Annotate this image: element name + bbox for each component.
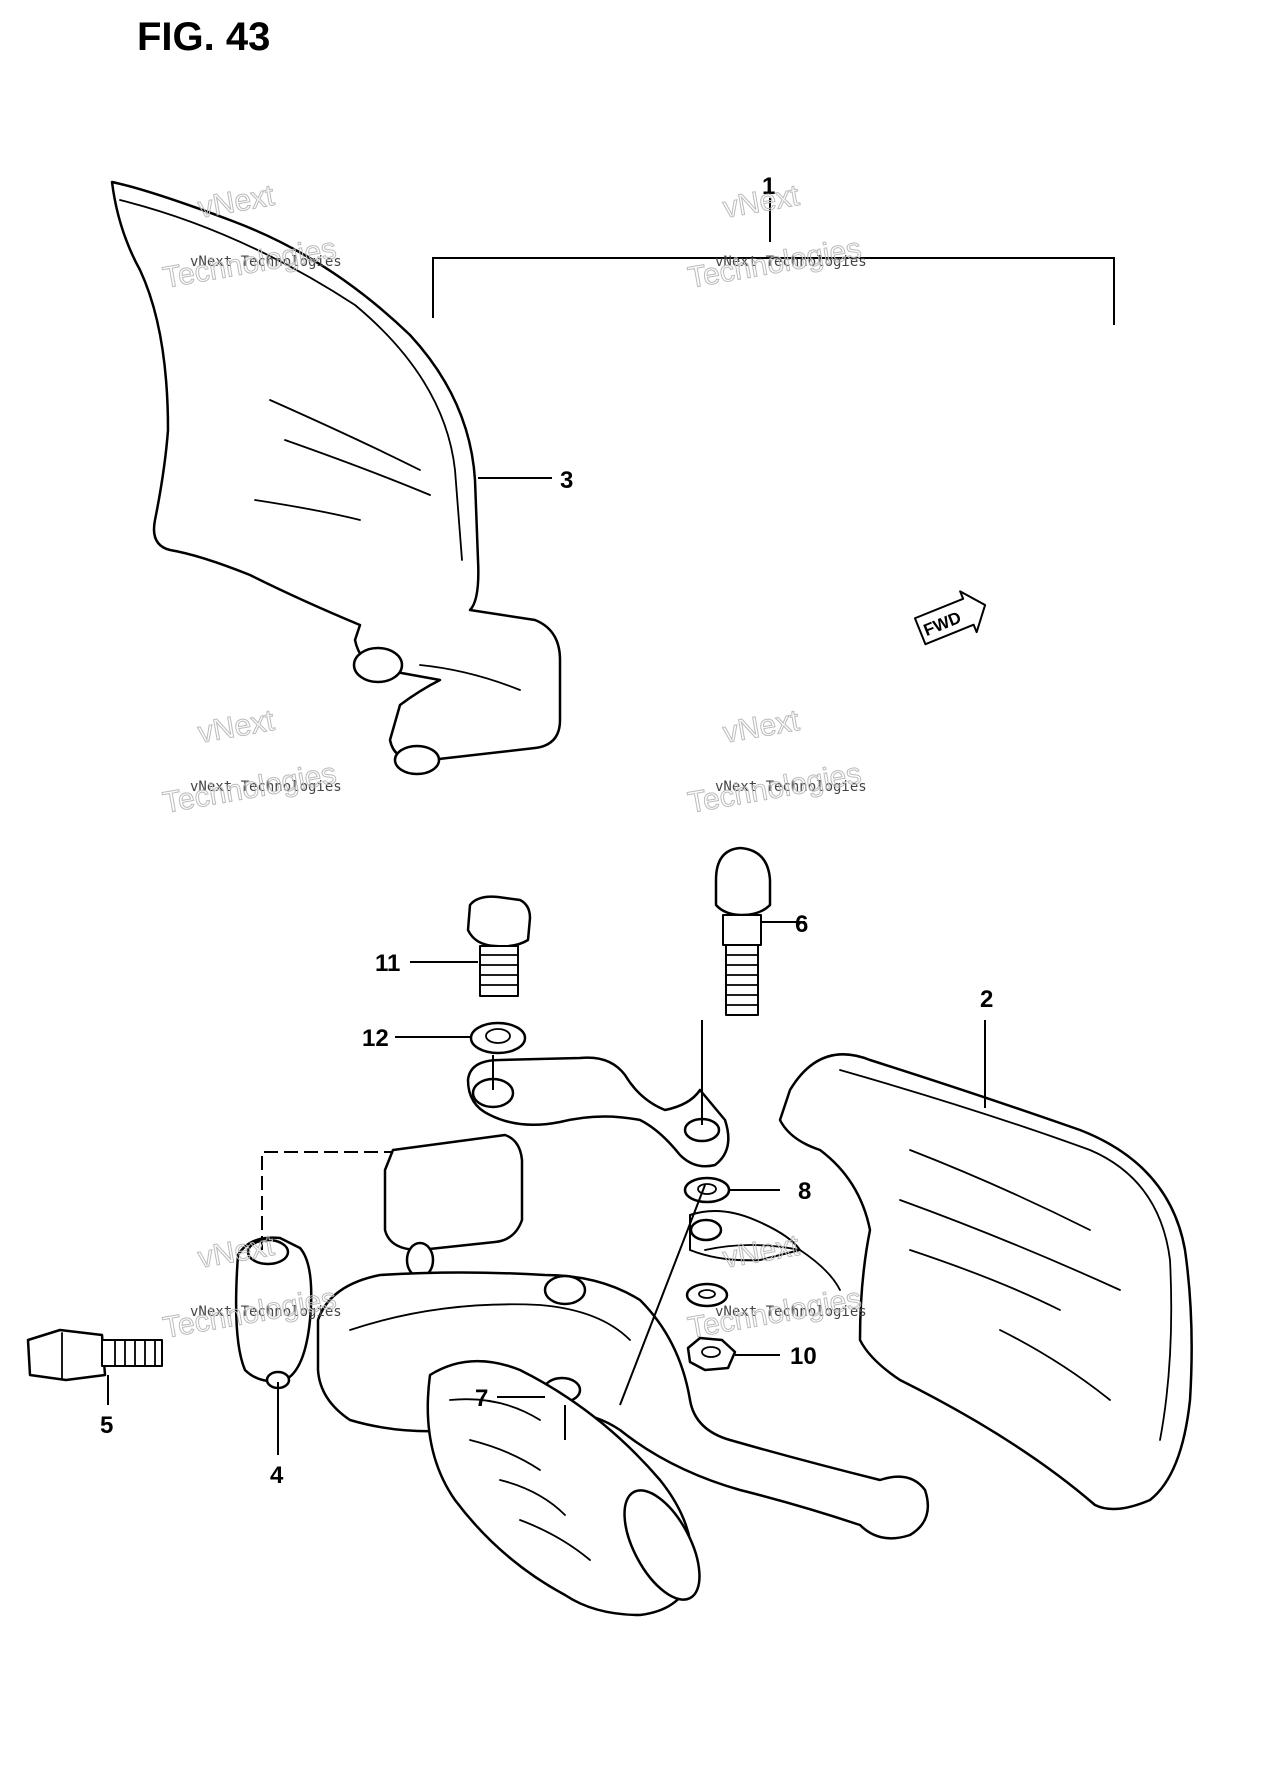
watermark-4: vNext vNext Technologies Technologies xyxy=(685,703,867,820)
part-2-handguard-lower xyxy=(778,1053,1193,1511)
svg-text:vNext Technologies: vNext Technologies xyxy=(715,779,867,795)
part-5-bolt xyxy=(26,1328,163,1382)
part-3-handguard-upper xyxy=(110,180,562,776)
callout-3: 3 xyxy=(560,467,573,494)
svg-text:vNext Technologies: vNext Technologies xyxy=(190,254,342,270)
callout-4: 4 xyxy=(270,1462,284,1489)
svg-text:vNext: vNext xyxy=(720,704,802,750)
svg-text:vNext Technologies: vNext Technologies xyxy=(715,254,867,270)
svg-text:vNext Technologies: vNext Technologies xyxy=(190,779,342,795)
svg-text:Technologies: Technologies xyxy=(685,757,863,820)
part-4-lever-assembly xyxy=(234,1133,930,1617)
part-12-collar xyxy=(469,1021,527,1055)
callout-11: 11 xyxy=(375,950,400,977)
callout-2: 2 xyxy=(980,986,993,1013)
svg-text:vNext: vNext xyxy=(720,179,802,225)
leader-part-8-diagonal xyxy=(619,1184,706,1406)
svg-text:vNext Technologies: vNext Technologies xyxy=(715,1304,867,1320)
watermark-2: vNext vNext Technologies Technologies xyxy=(685,178,867,295)
part-10-nut xyxy=(686,1336,737,1372)
svg-text:vNext: vNext xyxy=(195,179,277,225)
svg-text:vNext: vNext xyxy=(195,704,277,750)
leader-dash-holder xyxy=(261,1151,393,1250)
callout-7: 7 xyxy=(475,1385,488,1412)
svg-text:vNext Technologies: vNext Technologies xyxy=(190,1304,342,1320)
svg-text:Technologies: Technologies xyxy=(685,232,863,295)
callout-10: 10 xyxy=(790,1343,817,1370)
svg-text:Technologies: Technologies xyxy=(160,757,338,820)
callout-12: 12 xyxy=(362,1025,389,1052)
watermark-3: vNext vNext Technologies Technologies xyxy=(160,703,342,820)
part-11-bolt xyxy=(466,895,532,997)
callout-8: 8 xyxy=(798,1178,811,1205)
figure-title: FIG. 43 xyxy=(137,15,270,59)
part-8-washer xyxy=(683,1176,731,1204)
leader-part-1 xyxy=(432,198,1115,325)
part-6-bolt xyxy=(714,846,772,1016)
callout-6: 6 xyxy=(795,911,808,938)
callout-1: 1 xyxy=(762,173,775,200)
fwd-arrow-icon: FWD xyxy=(913,590,987,646)
callout-5: 5 xyxy=(100,1412,113,1439)
washer-lower xyxy=(685,1282,729,1308)
